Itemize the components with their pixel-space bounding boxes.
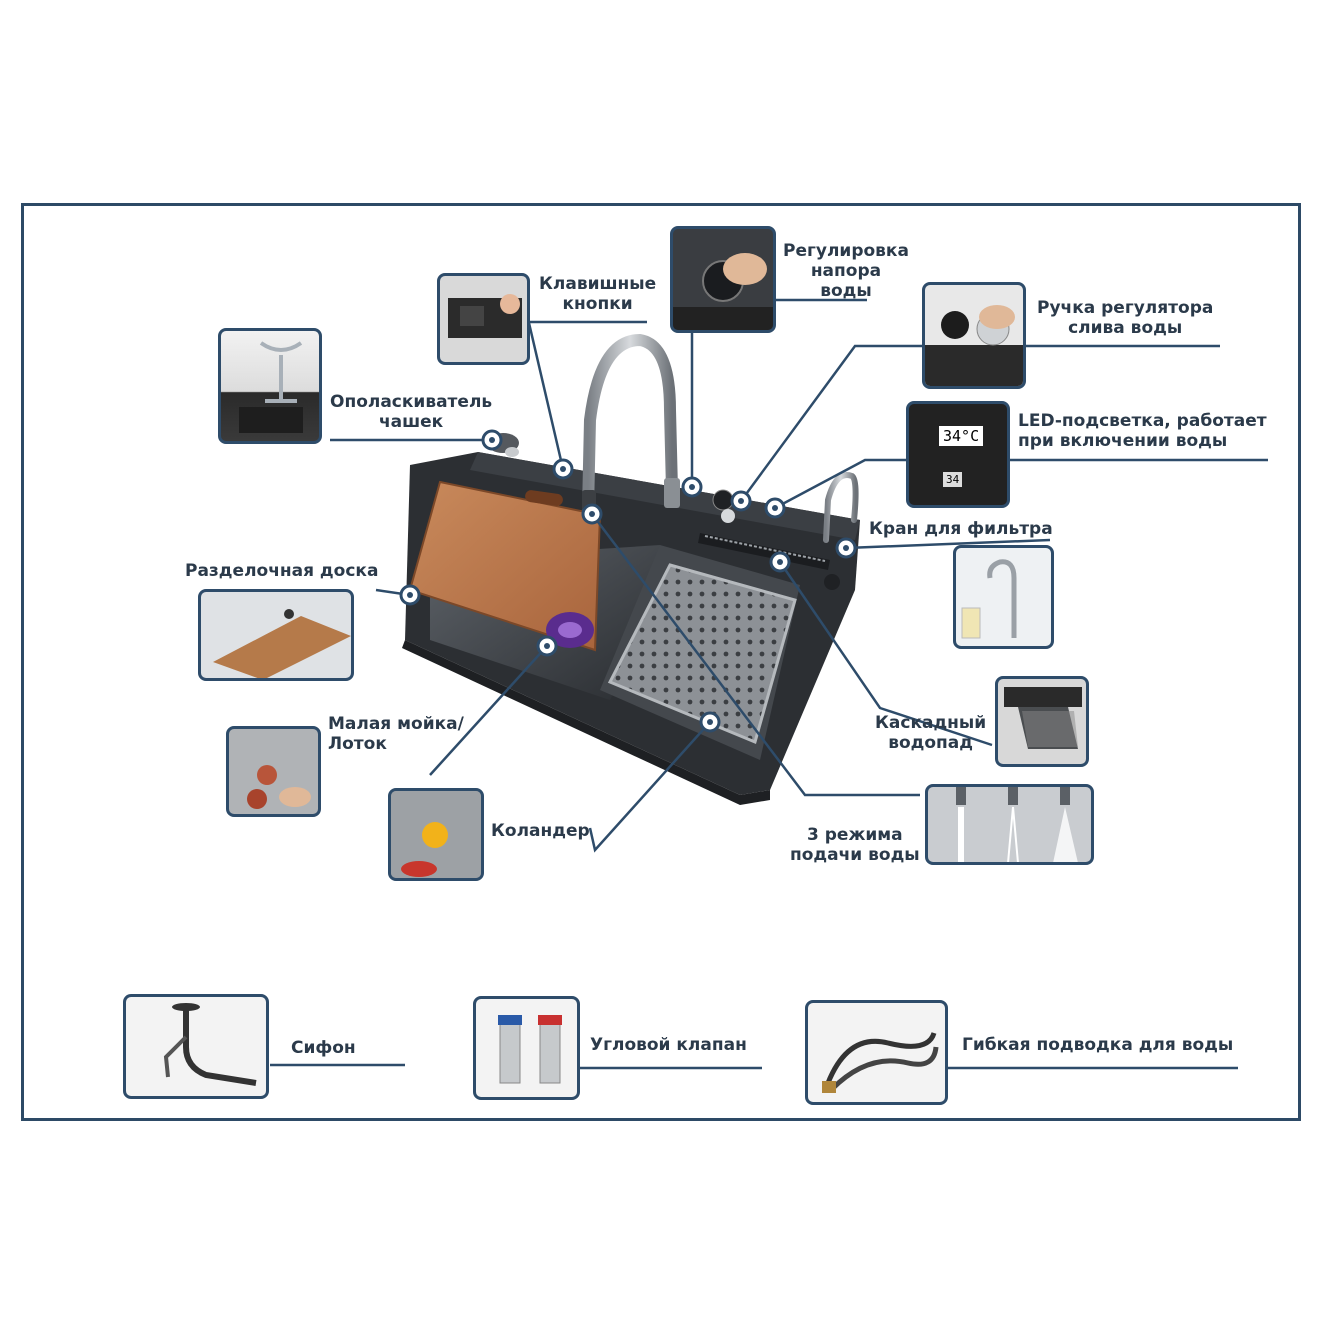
diagram-frame [21,203,1301,1121]
thumb-filter-tap [953,545,1054,649]
thumb-modes [925,784,1094,865]
thumb-cascade [995,676,1089,767]
thumb-small-sink [226,726,321,817]
sink-body [402,333,860,805]
label-cascade: Каскадный водопад [875,713,987,753]
label-board: Разделочная доска [185,561,379,581]
thumb-angle-valve [473,996,580,1100]
label-filter-tap: Кран для фильтра [869,519,1053,539]
led-display-small: 34 [943,472,963,487]
leader-lines [270,232,1268,1070]
label-angle-valve: Угловой клапан [590,1035,747,1055]
label-pressure: Регулировка напора воды [783,241,909,301]
thumb-led: 34°C 34 [906,401,1010,508]
thumb-board [198,589,354,681]
label-modes: 3 режима подачи воды [790,825,920,865]
label-led: LED-подсветка, работает при включении во… [1018,411,1267,451]
label-colander: Коландер [491,821,590,841]
thumb-pressure [670,226,776,333]
thumb-drain-handle [922,282,1026,389]
thumb-siphon [123,994,269,1099]
thumb-cup-rinser [218,328,322,444]
label-cup-rinser: Ополаскиватель чашек [330,392,493,432]
label-drain-handle: Ручка регулятора слива воды [1037,298,1214,338]
label-siphon: Сифон [291,1038,356,1058]
label-keyboard-buttons: Клавишные кнопки [539,274,657,314]
thumb-colander [388,788,484,881]
label-hose: Гибкая подводка для воды [962,1035,1234,1055]
thumb-keyboard-buttons [437,273,530,365]
led-display: 34°C [939,426,984,446]
thumb-hose [805,1000,948,1105]
label-small-sink: Малая мойка/ Лоток [328,714,464,754]
